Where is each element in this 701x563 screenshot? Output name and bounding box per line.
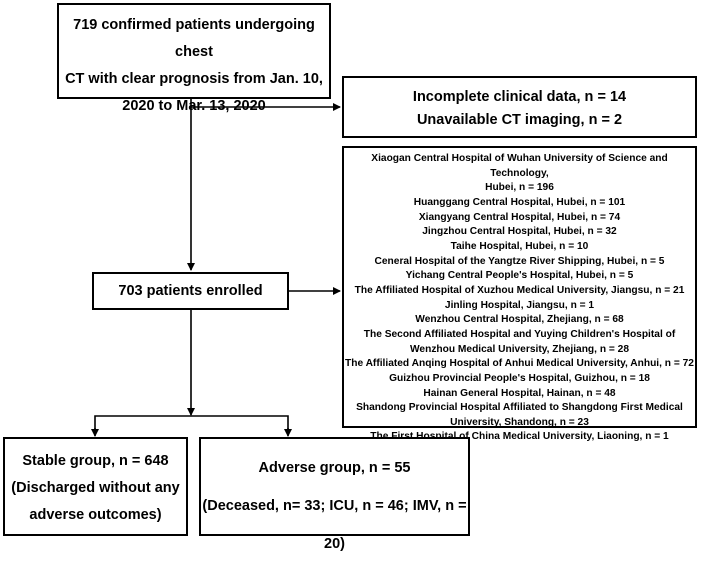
hospital-line: Huanggang Central Hospital, Hubei, n = 1…	[413, 196, 626, 208]
hospital-line: Wenzhou Central Hospital, Zhejiang, n = …	[415, 314, 624, 326]
box-stable-group: Stable group, n = 648 (Discharged withou…	[3, 437, 188, 536]
box-adverse-group: Adverse group, n = 55 (Deceased, n= 33; …	[199, 437, 470, 552]
hospital-line: The First Hospital of China Medical Univ…	[370, 431, 669, 443]
box-text-line: 2020 to Mar. 13, 2020	[122, 98, 266, 114]
box-text-line: (Deceased, n= 33; ICU, n = 46; IMV, n = …	[202, 498, 467, 552]
box-text-line: adverse outcomes)	[29, 507, 162, 523]
hospital-line: University, Shandong, n = 23	[450, 416, 589, 428]
hospital-line: Shandong Provincial Hospital Affiliated …	[356, 402, 683, 414]
hospital-line: Xiangyang Central Hospital, Hubei, n = 7…	[418, 211, 621, 223]
hospital-line: Yichang Central People's Hospital, Hubei…	[405, 270, 634, 282]
connector-split	[94, 415, 289, 435]
hospital-line: Wenzhou Medical University, Zhejiang, n …	[410, 343, 629, 355]
hospital-line: Hainan General Hospital, Hainan, n = 48	[423, 387, 616, 399]
box-text-line: (Discharged without any	[11, 480, 180, 496]
hospital-line: Xiaogan Central Hospital of Wuhan Univer…	[371, 153, 668, 179]
hospital-line: The Second Affiliated Hospital and Yuyin…	[363, 328, 676, 340]
box-hospital-list: Xiaogan Central Hospital of Wuhan Univer…	[342, 146, 697, 442]
box-text-line: Incomplete clinical data, n = 14	[412, 89, 627, 105]
box-text-line: Adverse group, n = 55	[258, 460, 411, 476]
hospital-line: Guizhou Provincial People's Hospital, Gu…	[389, 372, 650, 384]
hospital-line: Jinling Hospital, Jiangsu, n = 1	[444, 299, 595, 311]
enrolled-label: 703 patients enrolled	[118, 283, 263, 299]
hospital-line: Hubei, n = 196	[485, 182, 554, 194]
box-exclusions: Incomplete clinical data, n = 14 Unavail…	[342, 76, 697, 138]
hospital-line: The Affiliated Hospital of Xuzhou Medica…	[354, 284, 685, 296]
hospital-line: Taihe Hospital, Hubei, n = 10	[450, 240, 589, 252]
box-confirmed-patients: 719 confirmed patients undergoing chest …	[57, 3, 331, 114]
hospital-line: Ceneral Hospital of the Yangtze River Sh…	[374, 255, 665, 267]
hospital-line: Jingzhou Central Hospital, Hubei, n = 32	[422, 226, 617, 238]
box-text-line: 719 confirmed patients undergoing chest	[73, 17, 315, 60]
box-text-line: Stable group, n = 648	[22, 453, 169, 469]
hospital-line: The Affiliated Anqing Hospital of Anhui …	[345, 358, 694, 370]
flow-connectors	[91, 99, 341, 437]
box-text-line: Unavailable CT imaging, n = 2	[416, 112, 623, 128]
box-patients-enrolled: 703 patients enrolled	[92, 272, 289, 310]
box-text-line: CT with clear prognosis from Jan. 10,	[65, 71, 323, 87]
